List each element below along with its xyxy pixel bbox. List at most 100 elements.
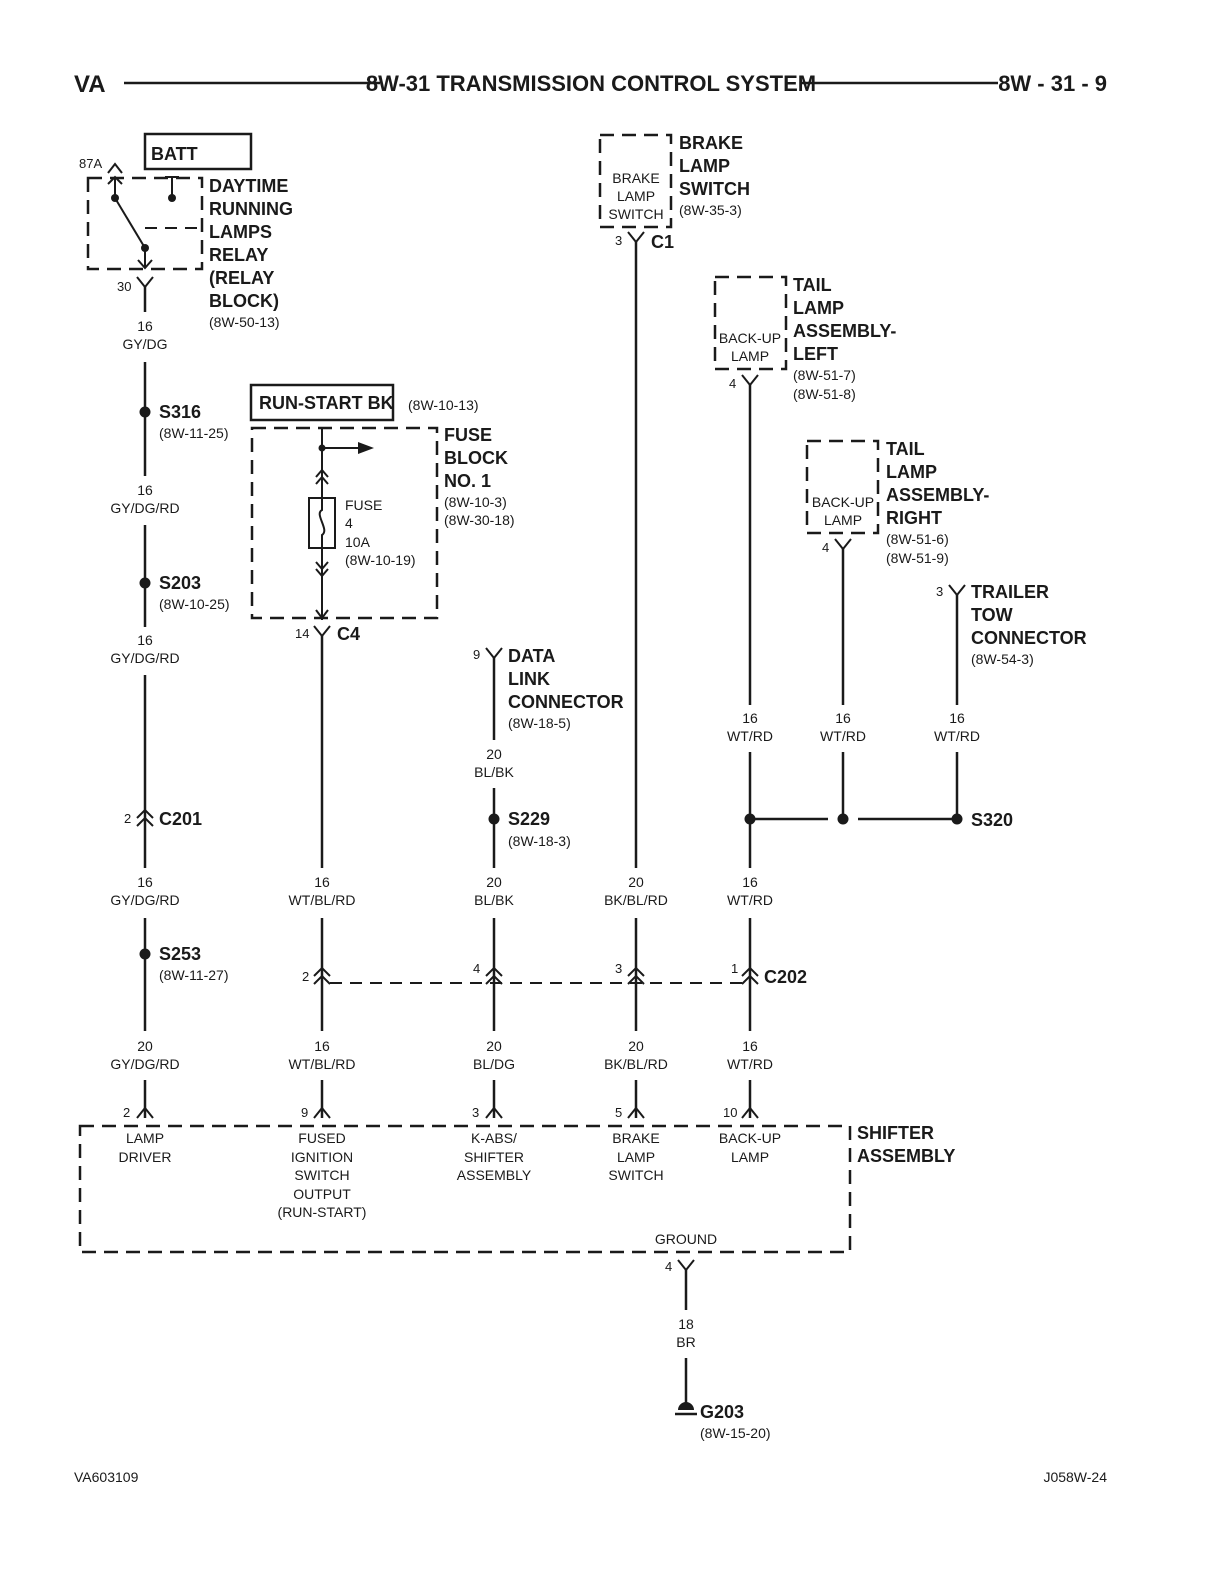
tail-right-name-1: TAIL bbox=[886, 439, 925, 459]
splice-s253-ref: (8W-11-27) bbox=[159, 967, 229, 983]
splice-s320-dot-1 bbox=[744, 813, 756, 825]
tail-left-name-4: LEFT bbox=[793, 344, 838, 364]
brake-switch-inner-2: LAMP bbox=[617, 188, 655, 204]
splice-s320: S320 bbox=[971, 810, 1013, 830]
header-vehicle: VA bbox=[74, 71, 106, 98]
trailer-ref: (8W-54-3) bbox=[971, 651, 1034, 667]
trailer-terminal bbox=[948, 584, 966, 597]
trailer-name-2: TOW bbox=[971, 605, 1013, 625]
fused-5: (RUN-START) bbox=[278, 1204, 367, 1220]
wire-w12-color: BK/BL/RD bbox=[604, 1056, 668, 1072]
c202-pins bbox=[313, 966, 759, 985]
tail-left-terminal bbox=[741, 374, 759, 387]
splice-s253-dot bbox=[139, 948, 151, 960]
relay-box bbox=[86, 176, 204, 271]
tail-right-ref-2: (8W-51-9) bbox=[886, 550, 949, 566]
wire-w16-color: WT/RD bbox=[727, 892, 773, 908]
backup-func-2: LAMP bbox=[731, 1149, 769, 1165]
tail-left-inner-1: BACK-UP bbox=[719, 330, 781, 346]
kabs-2: SHIFTER bbox=[464, 1149, 524, 1165]
tail-left-ref-2: (8W-51-8) bbox=[793, 386, 856, 402]
splice-s203-dot bbox=[139, 577, 151, 589]
tail-left-ref-1: (8W-51-7) bbox=[793, 367, 856, 383]
splice-s229-dot bbox=[488, 813, 500, 825]
wire-w17-gauge: 16 bbox=[742, 1038, 758, 1054]
kabs-1: K-ABS/ bbox=[471, 1130, 517, 1146]
ground-name: G203 bbox=[700, 1402, 744, 1422]
brake-switch-inner-3: SWITCH bbox=[608, 206, 663, 222]
c201-name: C201 bbox=[159, 809, 202, 829]
run-start-ref: (8W-10-13) bbox=[408, 397, 479, 413]
fuse-block-name-2: BLOCK bbox=[444, 448, 508, 468]
trailer-name-1: TRAILER bbox=[971, 582, 1049, 602]
lamp-driver-2: DRIVER bbox=[119, 1149, 172, 1165]
relay-name-6: BLOCK) bbox=[209, 291, 279, 311]
shifter-pin-3: 3 bbox=[472, 1105, 479, 1120]
tail-right-inner-1: BACK-UP bbox=[812, 494, 874, 510]
fuse-text-2: 4 bbox=[345, 515, 353, 531]
brake-func-3: SWITCH bbox=[608, 1167, 663, 1183]
relay-pin-87a: 87A bbox=[79, 156, 102, 171]
wire-w12-gauge: 20 bbox=[628, 1038, 644, 1054]
wire-w6-gauge: 16 bbox=[314, 874, 330, 890]
splice-s229-ref: (8W-18-3) bbox=[508, 833, 571, 849]
lamp-driver-1: LAMP bbox=[126, 1130, 164, 1146]
dlc-name-2: LINK bbox=[508, 669, 550, 689]
wire-w13-color: WT/RD bbox=[727, 728, 773, 744]
wire-w1-gauge: 16 bbox=[137, 318, 153, 334]
shifter-ground-label: GROUND bbox=[655, 1231, 717, 1247]
dlc-name-3: CONNECTOR bbox=[508, 692, 624, 712]
tail-right-box bbox=[805, 439, 880, 535]
wire-w10-gauge: 20 bbox=[486, 1038, 502, 1054]
wire-w2-color: GY/DG/RD bbox=[110, 500, 179, 516]
fuse-block-ref-1: (8W-10-3) bbox=[444, 494, 507, 510]
wire-w14-color: WT/RD bbox=[820, 728, 866, 744]
fuse-block-connector: C4 bbox=[337, 624, 360, 644]
splice-s203: S203 bbox=[159, 573, 201, 593]
wire-w3-gauge: 16 bbox=[137, 632, 153, 648]
tail-right-ref-1: (8W-51-6) bbox=[886, 531, 949, 547]
splice-s203-ref: (8W-10-25) bbox=[159, 596, 230, 612]
footer-left: VA603109 bbox=[74, 1469, 139, 1485]
fuse-block-name-1: FUSE bbox=[444, 425, 492, 445]
brake-switch-connector: C1 bbox=[651, 232, 674, 252]
tail-right-name-4: RIGHT bbox=[886, 508, 942, 528]
fuse-block-box bbox=[250, 426, 439, 620]
wire-w15-gauge: 16 bbox=[949, 710, 965, 726]
brake-switch-name-3: SWITCH bbox=[679, 179, 750, 199]
relay-name-3: LAMPS bbox=[209, 222, 272, 242]
run-start-box bbox=[249, 383, 395, 422]
c202-name: C202 bbox=[764, 967, 807, 987]
relay-name-5: (RELAY bbox=[209, 268, 274, 288]
wire-w5-color: GY/DG/RD bbox=[110, 1056, 179, 1072]
splice-s229: S229 bbox=[508, 809, 550, 829]
tail-left-pin: 4 bbox=[729, 376, 736, 391]
brake-switch-pin: 3 bbox=[615, 233, 622, 248]
fuse-text-3: 10A bbox=[345, 534, 371, 550]
wire-w8-gauge: 20 bbox=[486, 746, 502, 762]
shifter-pin-5: 10 bbox=[723, 1105, 737, 1120]
tail-right-name-3: ASSEMBLY- bbox=[886, 485, 989, 505]
wire-w1-color: GY/DG bbox=[122, 336, 167, 352]
splice-s316-ref: (8W-11-25) bbox=[159, 425, 229, 441]
shifter-box bbox=[78, 1124, 852, 1254]
ground-ref: (8W-15-20) bbox=[700, 1425, 771, 1441]
fused-3: SWITCH bbox=[294, 1167, 349, 1183]
brake-switch-name-2: LAMP bbox=[679, 156, 730, 176]
relay-name-2: RUNNING bbox=[209, 199, 293, 219]
c201-pin: 2 bbox=[124, 811, 131, 826]
dlc-terminal bbox=[485, 647, 503, 660]
wire-w9-gauge: 20 bbox=[486, 874, 502, 890]
wire-w3-color: GY/DG/RD bbox=[110, 650, 179, 666]
brake-func-1: BRAKE bbox=[612, 1130, 659, 1146]
footer-right: J058W-24 bbox=[1043, 1469, 1107, 1485]
trailer-name-3: CONNECTOR bbox=[971, 628, 1087, 648]
trailer-pin: 3 bbox=[936, 584, 943, 599]
wire-w7-color: WT/BL/RD bbox=[289, 1056, 356, 1072]
tail-left-box bbox=[713, 275, 788, 371]
relay-pin-30: 30 bbox=[117, 279, 131, 294]
c202-pin-2: 4 bbox=[473, 961, 480, 976]
relay-name-1: DAYTIME bbox=[209, 176, 288, 196]
shifter-terminals bbox=[136, 1106, 759, 1119]
